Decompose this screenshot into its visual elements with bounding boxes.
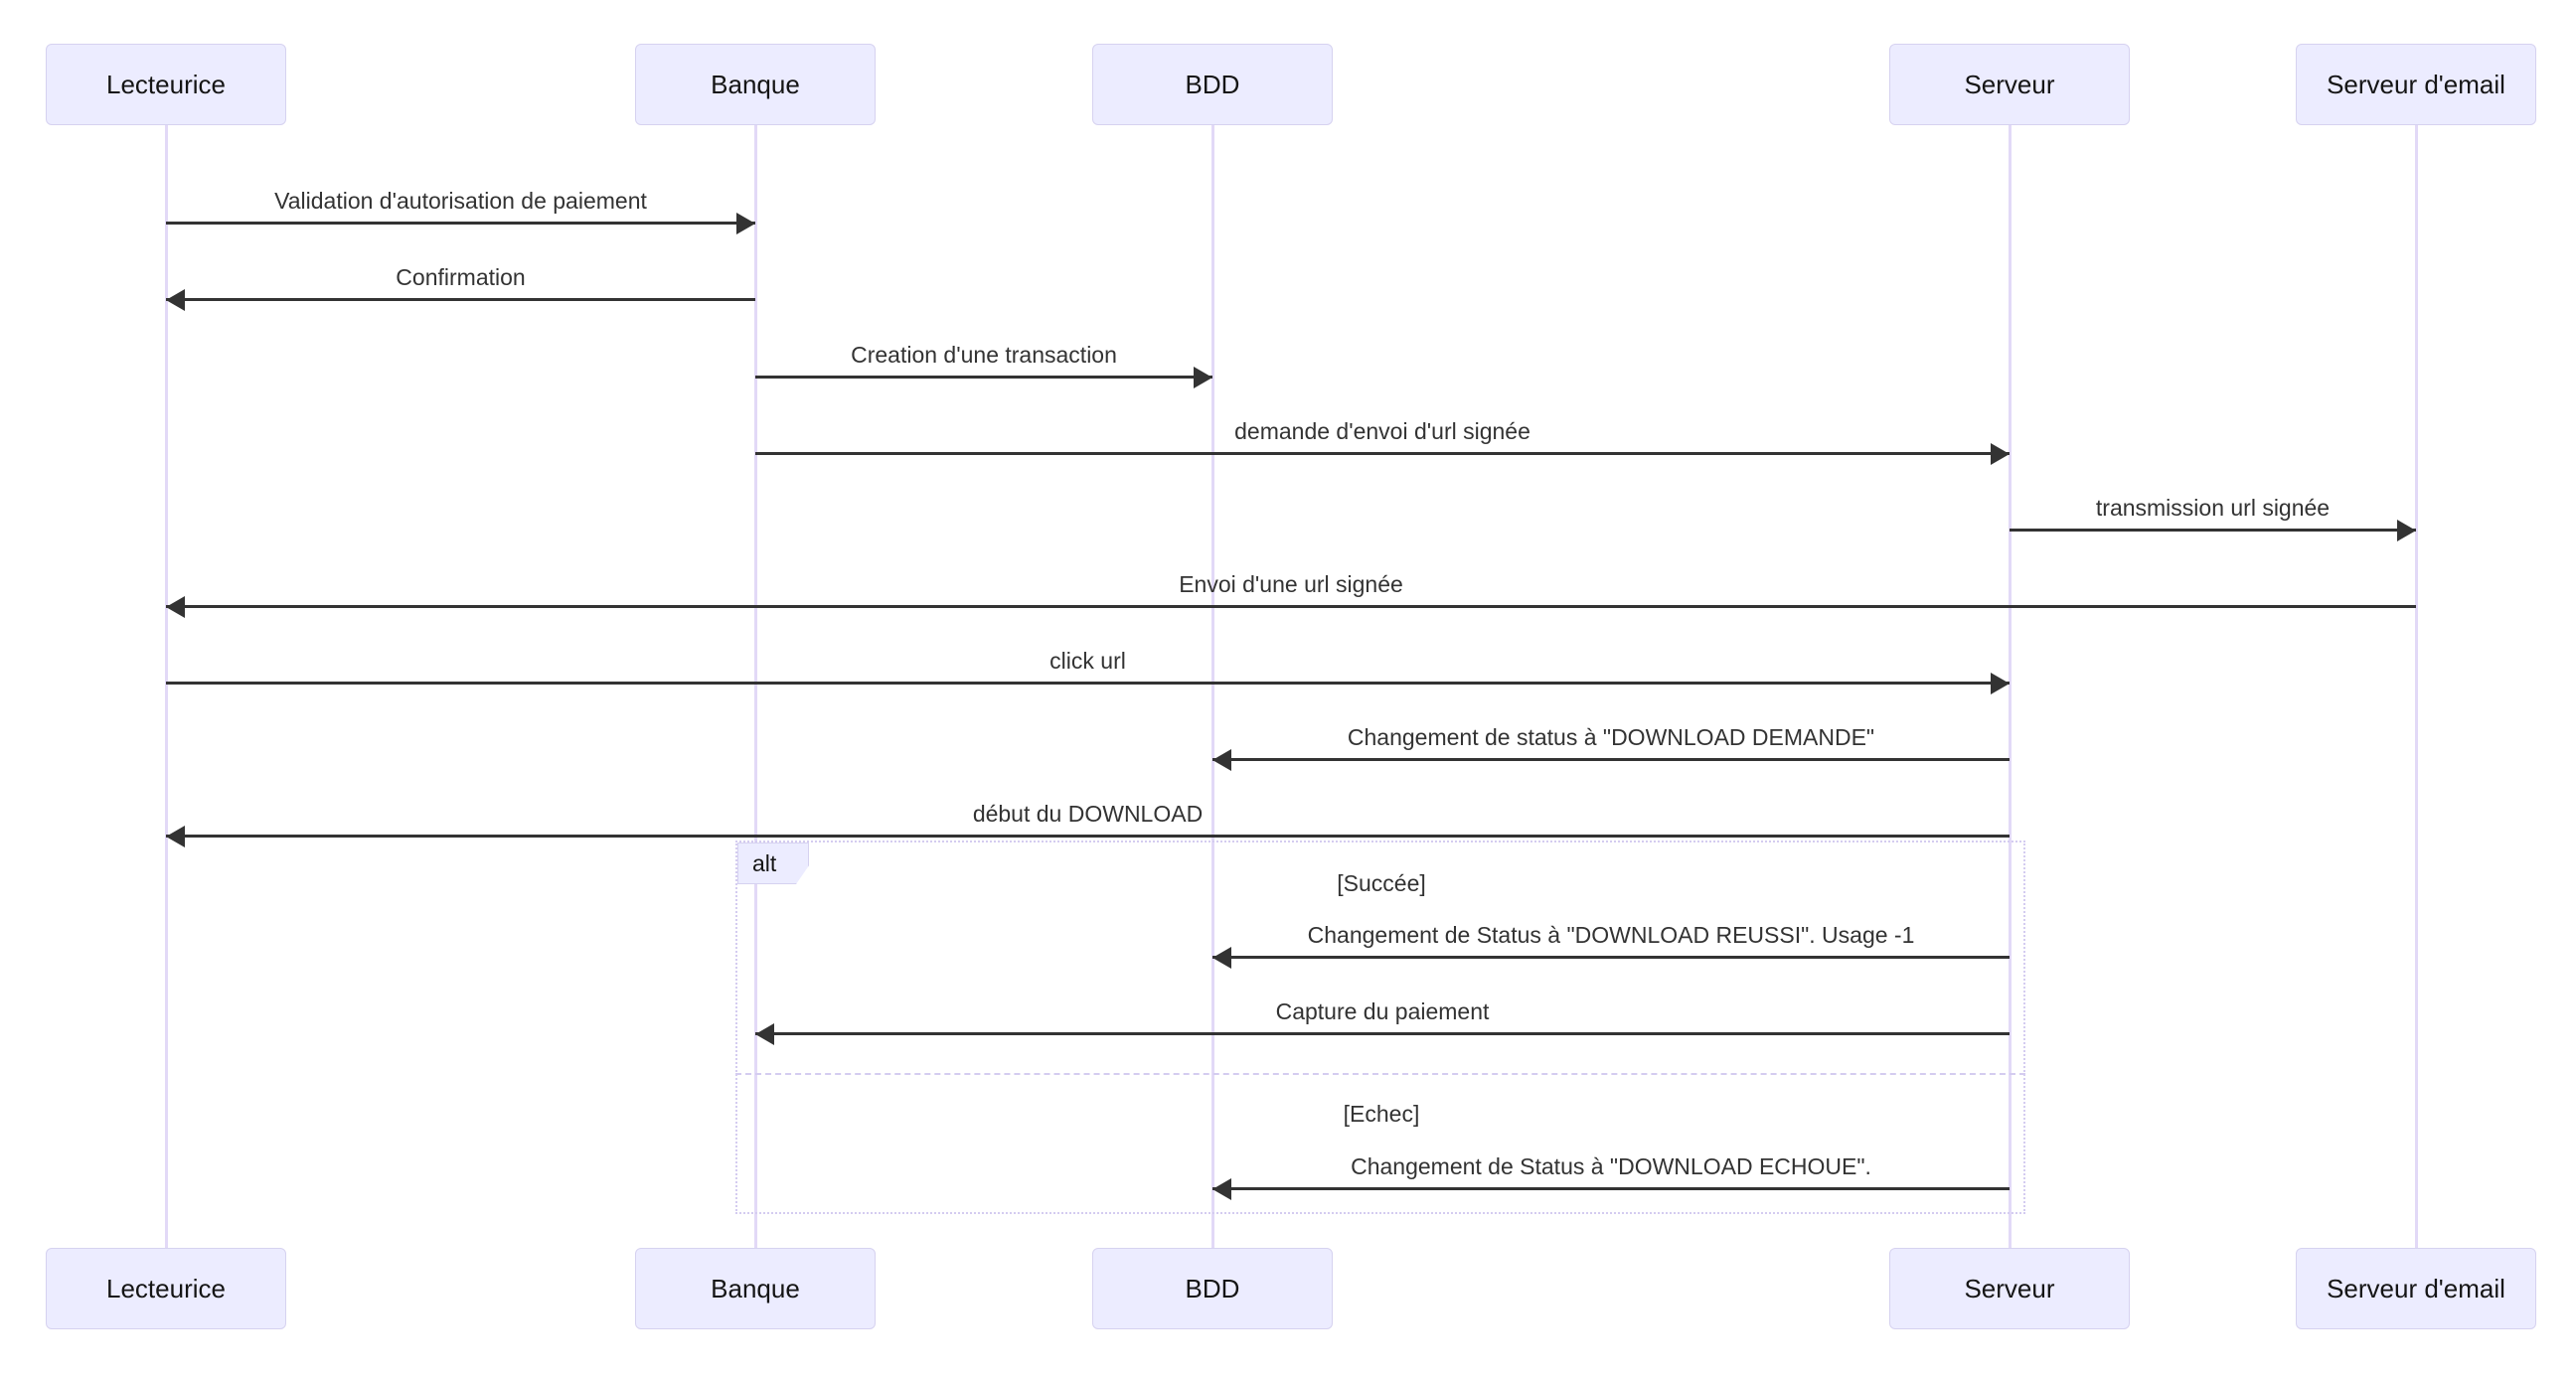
arrow-head-right <box>1991 672 2010 694</box>
participant-label: Serveur <box>1964 70 2055 99</box>
message-line <box>2010 529 2416 532</box>
arrow-head-right <box>1194 366 1212 388</box>
participant-label: BDD <box>1185 1274 1240 1303</box>
alt-fragment-frame <box>735 841 2025 1214</box>
participant-bottom-banque[interactable]: Banque <box>635 1248 876 1329</box>
alt-condition-label: [Succée] <box>1337 870 1426 896</box>
participant-top-lecteurice[interactable]: Lecteurice <box>46 44 286 125</box>
message-label: début du DOWNLOAD <box>972 801 1204 827</box>
message-label: transmission url signée <box>2095 495 2331 521</box>
alt-fragment-tag: alt <box>737 842 809 884</box>
message-line <box>166 298 755 301</box>
arrow-head-left <box>166 288 185 311</box>
participant-top-banque[interactable]: Banque <box>635 44 876 125</box>
arrow-head-left <box>755 1022 774 1045</box>
arrow-head-right <box>736 212 755 234</box>
lifeline-bdd <box>1210 125 1214 1248</box>
message-line <box>755 1032 2010 1035</box>
arrow-head-left <box>1212 748 1231 771</box>
participant-label: Serveur d'email <box>2327 1274 2505 1303</box>
alt-condition-label: [Echec] <box>1343 1101 1420 1127</box>
message-line <box>166 222 755 225</box>
participant-bottom-email[interactable]: Serveur d'email <box>2296 1248 2536 1329</box>
participant-label: Serveur d'email <box>2327 70 2505 99</box>
arrow-head-left <box>166 595 185 618</box>
participant-bottom-bdd[interactable]: BDD <box>1092 1248 1333 1329</box>
alt-fragment-divider <box>735 1073 2025 1075</box>
participant-bottom-lecteurice[interactable]: Lecteurice <box>46 1248 286 1329</box>
participant-bottom-serveur[interactable]: Serveur <box>1889 1248 2130 1329</box>
lifeline-serveur <box>2008 125 2012 1248</box>
arrow-head-right <box>1991 442 2010 465</box>
lifeline-banque <box>753 125 757 1248</box>
participant-label: Lecteurice <box>106 1274 226 1303</box>
message-label: Confirmation <box>396 264 526 290</box>
message-label: click url <box>1049 648 1126 674</box>
message-label: Validation d'autorisation de paiement <box>274 188 647 214</box>
message-line <box>755 452 2010 455</box>
participant-label: BDD <box>1185 70 1240 99</box>
participant-top-email[interactable]: Serveur d'email <box>2296 44 2536 125</box>
lifeline-lecteurice <box>164 125 168 1248</box>
message-line <box>166 682 2010 685</box>
arrow-head-left <box>166 825 185 847</box>
message-line <box>166 605 2416 608</box>
message-label: Changement de Status à "DOWNLOAD REUSSI"… <box>1307 922 1915 948</box>
participant-top-serveur[interactable]: Serveur <box>1889 44 2130 125</box>
message-label: Capture du paiement <box>1275 998 1490 1024</box>
message-line <box>1212 758 2010 761</box>
message-label: Changement de status à "DOWNLOAD DEMANDE… <box>1347 724 1875 750</box>
message-label: Changement de Status à "DOWNLOAD ECHOUE"… <box>1351 1153 1871 1179</box>
message-line <box>755 376 1212 379</box>
message-line <box>1212 1187 2010 1190</box>
arrow-head-right <box>2397 519 2416 541</box>
participant-top-bdd[interactable]: BDD <box>1092 44 1333 125</box>
arrow-head-left <box>1212 946 1231 969</box>
message-label: Envoi d'une url signée <box>1179 571 1403 597</box>
participant-label: Serveur <box>1964 1274 2055 1303</box>
participant-label: Lecteurice <box>106 70 226 99</box>
message-label: Creation d'une transaction <box>851 342 1117 368</box>
lifeline-email <box>2414 125 2418 1248</box>
participant-label: Banque <box>711 70 800 99</box>
message-line <box>1212 956 2010 959</box>
message-line <box>166 835 2010 838</box>
arrow-head-left <box>1212 1177 1231 1200</box>
message-label: demande d'envoi d'url signée <box>1234 418 1530 444</box>
participant-label: Banque <box>711 1274 800 1303</box>
